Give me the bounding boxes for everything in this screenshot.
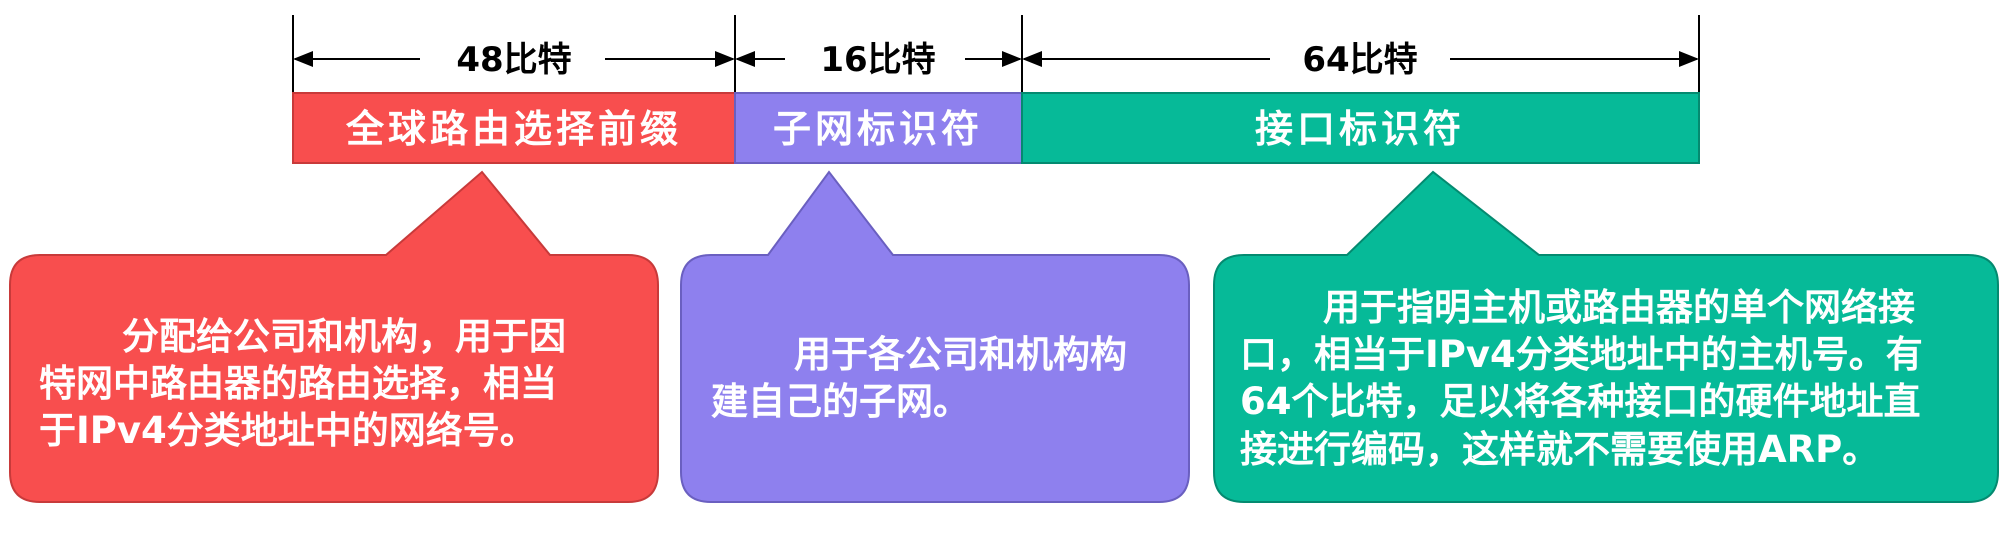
callout-interface-line: 接进行编码，这样就不需要使用ARP。 [1240,428,1880,471]
segment-prefix-label: 全球路由选择前缀 [345,107,682,151]
bits-label-interface: 64比特 [1302,40,1417,80]
callout-subnet-line: 用于各公司和机构构 [794,333,1127,376]
bits-label-subnet: 16比特 [820,40,935,80]
callout-prefix [9,170,659,503]
callout-prefix-line: 分配给公司和机构，用于因 [122,315,566,358]
callout-subnet [680,170,1190,503]
callout-interface-line: 口，相当于IPv4分类地址中的主机号。有 [1240,333,1923,376]
dimension-lines [292,15,1700,92]
segment-subnet-label: 子网标识符 [773,107,983,151]
callout-prefix-line: 特网中路由器的路由选择，相当 [39,362,557,405]
callout-interface-line: 用于指明主机或路由器的单个网络接 [1323,286,1915,329]
callout-interface-line: 64个比特，足以将各种接口的硬件地址直 [1240,380,1921,423]
callout-interface [1213,170,1999,503]
segment-interface-label: 接口标识符 [1255,107,1465,151]
bits-label-prefix: 48比特 [456,40,571,80]
segment-subnet [734,92,1023,164]
callout-subnet-line: 建自己的子网。 [711,380,970,423]
callout-prefix-line: 于IPv4分类地址中的网络号。 [39,409,537,452]
segment-interface [1021,92,1700,164]
segment-prefix [292,92,736,164]
